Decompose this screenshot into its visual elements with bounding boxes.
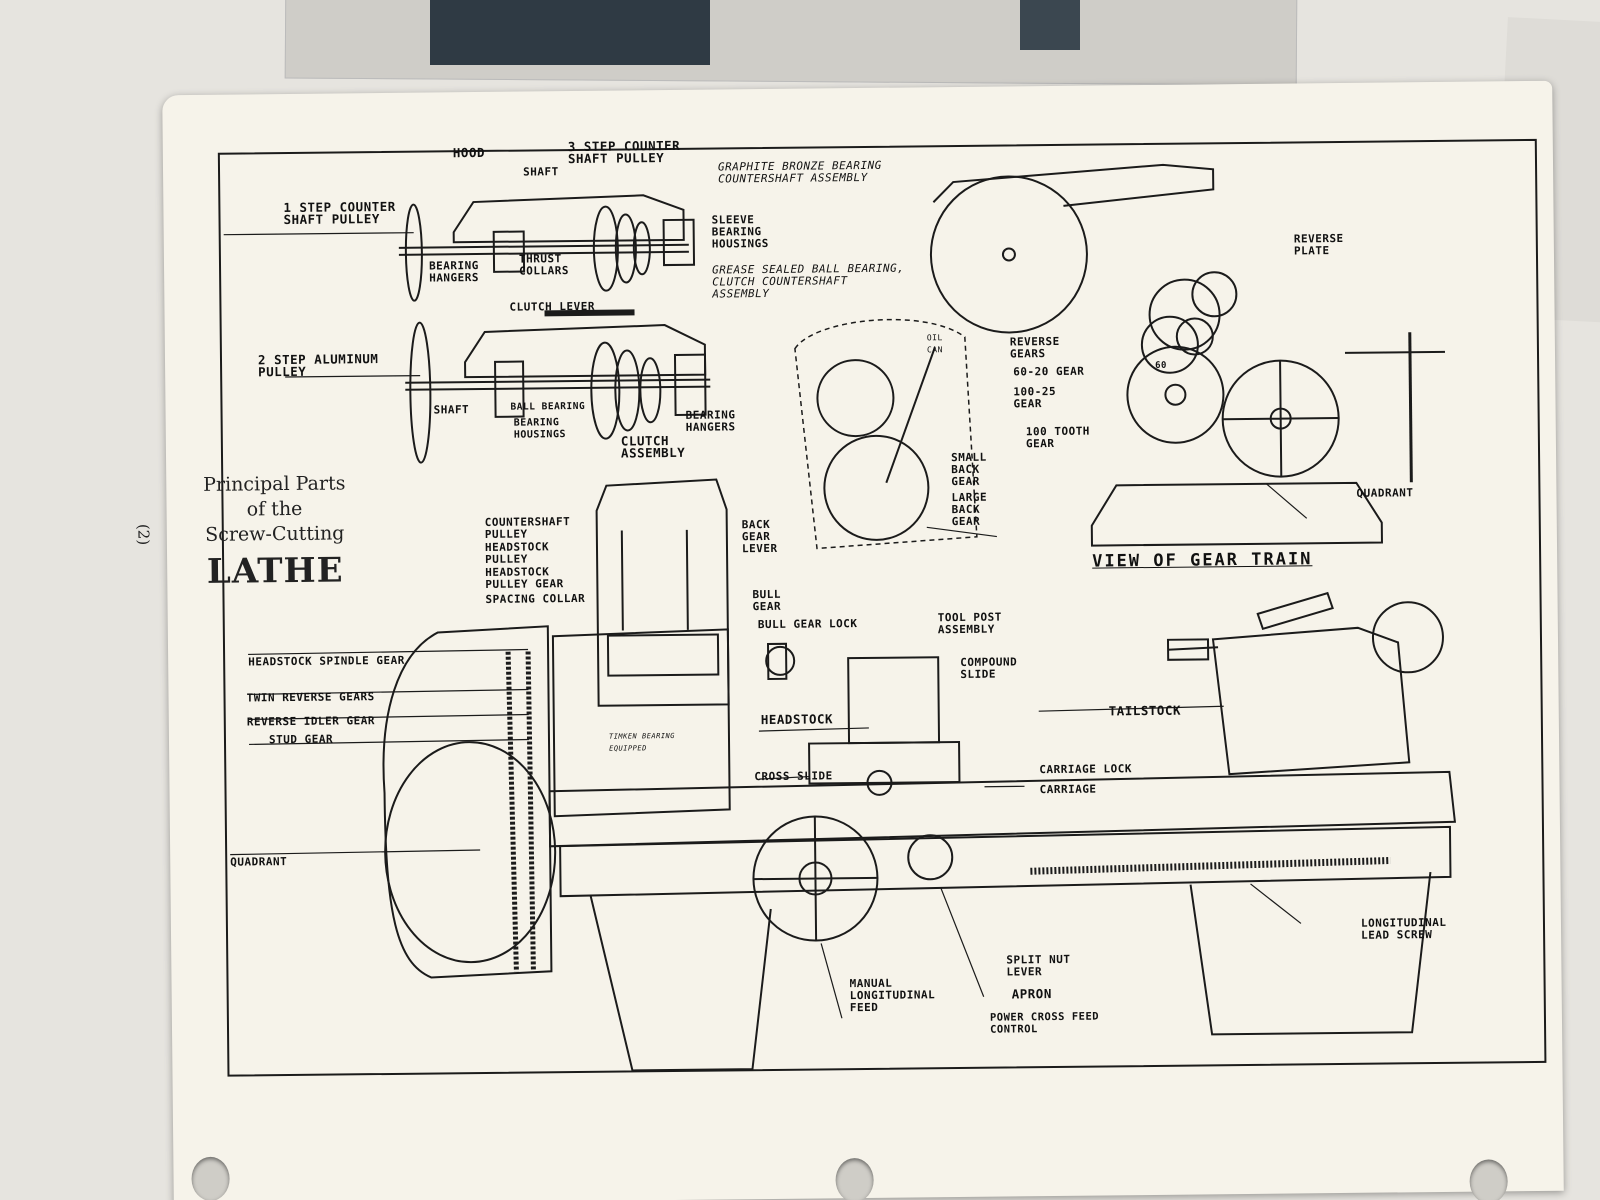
page-number: (2): [134, 523, 153, 546]
title-line-1: Principal Parts: [203, 472, 346, 496]
label-ball-bearing: BALL BEARING: [510, 400, 586, 413]
label-gear-100-25: 100-25 GEAR: [1013, 384, 1057, 411]
lathe-gear-cover: [382, 625, 557, 979]
label-two-step-pulley: 2 STEP ALUMINUM PULLEY: [257, 351, 379, 380]
lathe-carriage: [752, 656, 961, 942]
binder-hole-right: [1469, 1159, 1508, 1200]
lathe-line-drawing: [223, 163, 1457, 1072]
label-gear-60-mark: 60: [1155, 360, 1168, 371]
large-back-gear-circle: [823, 434, 930, 541]
diagram-sheet: (2) Principal Parts of the Screw-Cutting…: [134, 80, 1564, 1200]
label-reverse-plate: REVERSE PLATE: [1293, 231, 1344, 258]
label-thrust-collars: THRUST COLLARS: [518, 252, 570, 278]
label-oil-can: OIL CAN: [926, 333, 943, 355]
label-graphite-bearing: GRAPHITE BRONZE BEARING COUNTERSHAFT ASS…: [717, 158, 882, 186]
label-spacing-collar: SPACING COLLAR: [485, 591, 586, 606]
label-tailstock: TAILSTOCK: [1108, 702, 1182, 719]
lathe-headstock: [551, 478, 796, 818]
label-bearing-hangers-top: BEARING HANGERS: [428, 259, 480, 285]
label-view-gear-train: VIEW OF GEAR TRAIN: [1092, 549, 1313, 572]
label-timken-plate: TIMKEN BEARING EQUIPPED: [608, 731, 676, 753]
label-power-cross-feed: POWER CROSS FEED CONTROL: [989, 1010, 1100, 1036]
label-grease-sealed: GREASE SEALED BALL BEARING, CLUTCH COUNT…: [712, 261, 905, 301]
label-bearing-housings: BEARING HOUSINGS: [513, 417, 567, 441]
label-longitudinal-lead-screw: LONGITUDINAL LEAD SCREW: [1360, 915, 1447, 942]
label-countershaft-pulley: COUNTERSHAFT PULLEY: [484, 515, 571, 541]
binder-hole-left: [191, 1156, 230, 1200]
label-bearing-hangers-bottom: BEARING HANGERS: [685, 408, 736, 434]
label-one-step-pulley: 1 STEP COUNTER SHAFT PULLEY: [283, 198, 396, 228]
label-manual-longitudinal-feed: MANUAL LONGITUDINAL FEED: [849, 976, 936, 1015]
gear-train-view: [929, 163, 1445, 547]
label-apron: APRON: [1011, 986, 1052, 1002]
label-shaft-top: SHAFT: [522, 165, 559, 179]
label-headstock-pulley: HEADSTOCK PULLEY: [484, 540, 550, 566]
label-headstock: HEADSTOCK: [760, 711, 834, 728]
background-dark-panel: [430, 0, 710, 65]
label-carriage-lock: CARRIAGE LOCK: [1039, 762, 1132, 777]
title-main: LATHE: [206, 550, 344, 592]
leader-lines: [223, 232, 1308, 1019]
label-stud-gear: STUD GEAR: [268, 732, 334, 747]
label-twin-reverse-gears: TWIN REVERSE GEARS: [246, 690, 375, 705]
label-clutch-lever: CLUTCH LEVER: [509, 299, 596, 314]
back-gear-detail: [794, 318, 978, 550]
title-line-2: of the: [246, 497, 303, 521]
diagram-title: Principal Parts of the Screw-Cutting LAT…: [174, 471, 375, 592]
lathe-bed: [548, 770, 1457, 1072]
label-split-nut-lever: SPLIT NUT LEVER: [1006, 952, 1071, 979]
label-quadrant-left: QUADRANT: [230, 855, 288, 869]
label-three-step-pulley: 3 STEP COUNTER SHAFT PULLEY: [567, 137, 681, 167]
label-compound-slide: COMPOUND SLIDE: [960, 655, 1018, 681]
label-carriage: CARRIAGE: [1039, 782, 1097, 797]
label-back-gear-lever: BACK GEAR LEVER: [741, 517, 778, 556]
label-tool-post: TOOL POST ASSEMBLY: [937, 610, 1002, 637]
label-clutch-assembly: CLUTCH ASSEMBLY: [620, 433, 686, 461]
label-quadrant-right: QUADRANT: [1356, 486, 1414, 500]
countershaft-assembly-top: [398, 194, 696, 302]
background-dark-panel-small: [1020, 0, 1080, 50]
small-back-gear-circle: [816, 359, 895, 438]
label-bull-gear: BULL GEAR: [752, 587, 782, 614]
lathe-tailstock: [1166, 591, 1444, 776]
title-line-3: Screw-Cutting: [205, 522, 345, 546]
label-small-back-gear: SMALL BACK GEAR: [950, 450, 987, 489]
label-cross-slide: CROSS SLIDE: [754, 769, 833, 784]
label-reverse-gears: REVERSE GEARS: [1009, 334, 1060, 361]
label-headstock-pulley-gear: HEADSTOCK PULLEY GEAR: [485, 565, 564, 591]
label-gear-60-20: 60-20 GEAR: [1013, 364, 1085, 379]
label-sleeve-bearing: SLEEVE BEARING HOUSINGS: [711, 213, 769, 251]
label-shaft-bottom: SHAFT: [433, 403, 470, 417]
label-gear-100-tooth: 100 TOOTH GEAR: [1025, 424, 1090, 451]
label-large-back-gear: LARGE BACK GEAR: [951, 490, 988, 529]
label-reverse-idler-gear: REVERSE IDLER GEAR: [246, 714, 376, 729]
label-headstock-spindle-gear: HEADSTOCK SPINDLE GEAR: [248, 653, 405, 669]
binder-hole-middle: [835, 1157, 874, 1200]
clutch-countershaft-assembly: [405, 309, 711, 464]
label-bull-gear-lock: BULL GEAR LOCK: [757, 617, 858, 632]
label-hood: HOOD: [452, 144, 486, 161]
